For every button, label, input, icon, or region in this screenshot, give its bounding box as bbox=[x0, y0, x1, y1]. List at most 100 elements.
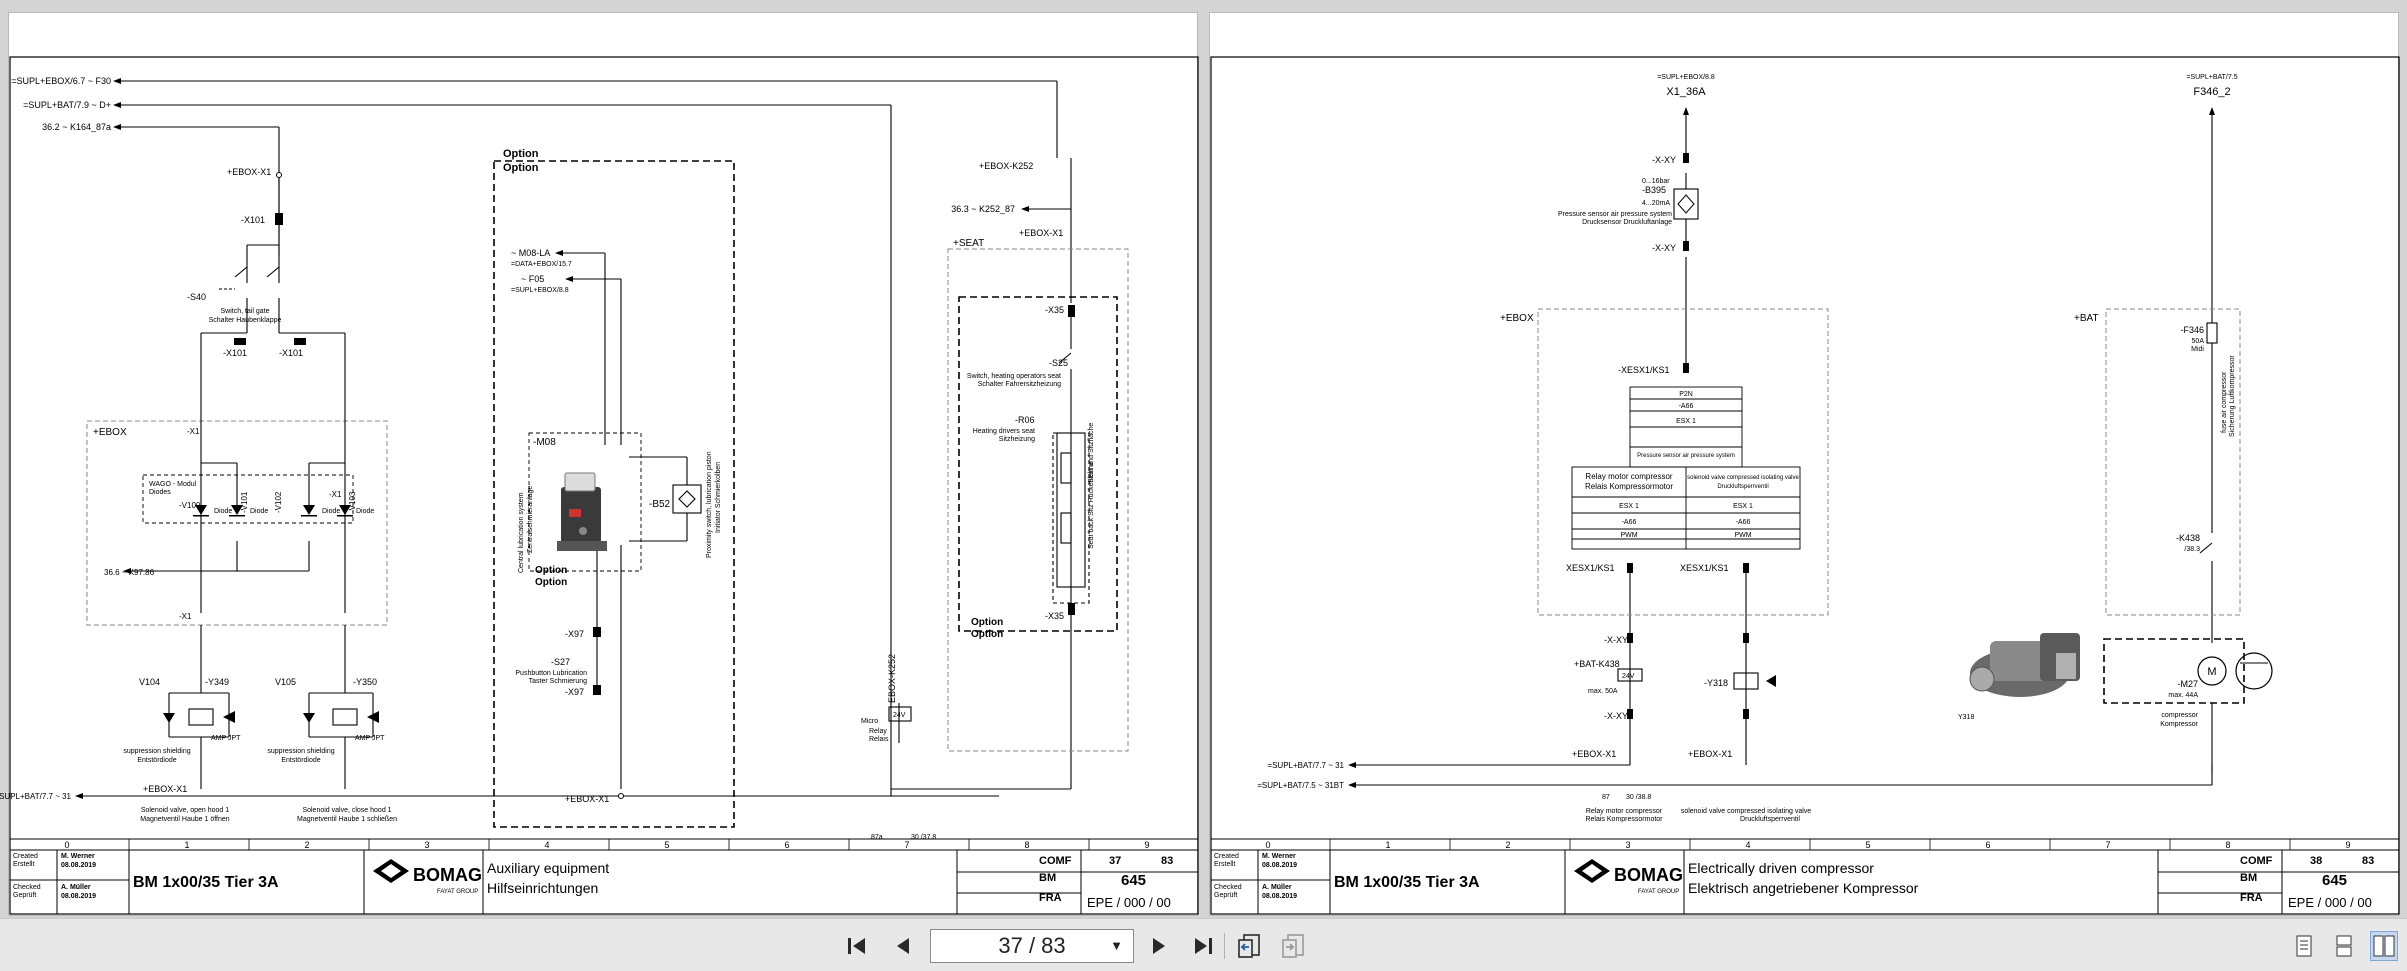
s40-circuit bbox=[200, 173, 346, 373]
label-suppr-de-2: Entstördiode bbox=[281, 757, 320, 764]
tb-title-de: Elektrisch angetriebener Kompressor bbox=[1688, 880, 1919, 896]
tb-mounting: FRA bbox=[2240, 892, 2263, 904]
label-diode-4: Diode bbox=[356, 508, 374, 515]
tb-function: COMF bbox=[1039, 855, 1072, 867]
label-s25: -S25 bbox=[1049, 358, 1068, 368]
first-page-button[interactable] bbox=[842, 931, 872, 961]
seat-circuit bbox=[888, 158, 1090, 790]
tb-checked-label-de: Geprüft bbox=[13, 892, 36, 899]
label-switch-seat-en: Switch, heating operators seat bbox=[967, 373, 1061, 380]
label-k87a: 87a bbox=[871, 834, 883, 841]
label-f346-2: F346_2 bbox=[2193, 86, 2230, 98]
col-2: 2 bbox=[304, 840, 309, 850]
tb-checked-name: A. Müller bbox=[61, 884, 91, 891]
label-pressure-de: Drucksensor Druckluftanlage bbox=[1582, 219, 1672, 226]
tb-created-label-de: Erstellt bbox=[1214, 861, 1235, 868]
label-switch-tailgate-en: Switch, tail gate bbox=[220, 308, 269, 315]
back-view-icon bbox=[1238, 934, 1260, 958]
col-9: 9 bbox=[2345, 840, 2350, 850]
label-compressor-en: compressor bbox=[2161, 712, 2198, 719]
arrow-icon bbox=[113, 78, 121, 84]
label-y318: -Y318 bbox=[1704, 678, 1728, 688]
forward-view-button[interactable] bbox=[1278, 931, 1308, 961]
svg-text:BOMAG: BOMAG bbox=[413, 865, 482, 885]
valve-icon bbox=[367, 711, 379, 723]
label-heating-en: Heating drivers seat bbox=[973, 428, 1035, 435]
next-page-button[interactable] bbox=[1144, 931, 1174, 961]
viewer-toolbar: 37 / 83 ▼ bbox=[0, 918, 2407, 971]
label-v101: -V101 bbox=[240, 491, 249, 513]
last-page-button[interactable] bbox=[1188, 931, 1218, 961]
solenoid-circuits bbox=[79, 625, 999, 797]
two-page-view-button[interactable] bbox=[2370, 931, 2398, 961]
label-k438-ref: /38.3 bbox=[2184, 546, 2200, 553]
tb-created-name: M. Werner bbox=[1262, 853, 1296, 860]
previous-page-button[interactable] bbox=[888, 931, 918, 961]
label-data-ebox: =DATA+EBOX/15.7 bbox=[511, 261, 572, 268]
label-volt-left: 24V bbox=[893, 712, 906, 719]
col-1: 1 bbox=[1385, 840, 1390, 850]
label-ebox-x1-152: +EBOX-X1 bbox=[143, 784, 187, 794]
ref-bat-31: =SUPL+BAT/7.7 ~ 31 bbox=[0, 792, 72, 801]
motor-letter: M bbox=[2207, 666, 2216, 678]
label-amp-1: AMP JPT bbox=[211, 735, 241, 742]
option-frame-seat bbox=[958, 296, 1118, 632]
table-relay-motor-de: Relais Kompressormotor bbox=[1585, 482, 1673, 491]
col-7: 7 bbox=[904, 840, 909, 850]
diode-icon bbox=[195, 505, 207, 515]
label-bat: +BAT bbox=[2074, 313, 2099, 324]
previous-page-icon bbox=[897, 938, 909, 954]
label-m08la: ~ M08-LA bbox=[511, 248, 550, 258]
tb-checked-label: Checked bbox=[1214, 884, 1242, 891]
label-y350: -Y350 bbox=[353, 677, 377, 687]
label-pressure-en: Pressure sensor air pressure system bbox=[1558, 211, 1672, 218]
label-relay-motor2-de: Relais Kompressormotor bbox=[1585, 816, 1663, 823]
label-b395: -B395 bbox=[1642, 185, 1666, 195]
label-fuse-comp: fuse air compressor bbox=[2221, 371, 2228, 433]
label-central-lube: Central lubrication system bbox=[518, 492, 525, 573]
last-page-icon bbox=[1195, 938, 1212, 954]
option-frame-lubrication bbox=[493, 160, 735, 828]
label-ebox: +EBOX bbox=[93, 427, 127, 438]
label-wago-1: WAGO - Modul bbox=[149, 481, 197, 488]
back-view-button[interactable] bbox=[1234, 931, 1264, 961]
label-x-xy-1: -X-XY bbox=[1652, 155, 1676, 165]
column-numbers: 0 1 2 3 4 5 6 7 8 9 bbox=[1265, 840, 2350, 850]
col-6: 6 bbox=[784, 840, 789, 850]
label-ebox: +EBOX bbox=[1500, 313, 1534, 324]
col-8: 8 bbox=[2225, 840, 2230, 850]
first-page-icon bbox=[848, 938, 865, 954]
label-x1-182: -X1 bbox=[179, 612, 192, 621]
motor-icon bbox=[2197, 656, 2227, 686]
tb-higher-function: BM bbox=[1039, 872, 1056, 884]
label-switch-tailgate-de: Schalter Haubenklappe bbox=[209, 317, 282, 324]
label-diode-1: Diode bbox=[214, 508, 232, 515]
table-a66: -A66 bbox=[1679, 403, 1694, 410]
label-sol-close-en: Solenoid valve, close hood 1 bbox=[302, 807, 391, 814]
label-x1-115: -X1 bbox=[329, 490, 342, 499]
table-esx: ESX 1 bbox=[1676, 418, 1696, 425]
table-pin: P2N bbox=[1679, 391, 1693, 398]
tb-checked-label-de: Geprüft bbox=[1214, 892, 1237, 899]
label-y349: -Y349 bbox=[205, 677, 229, 687]
tb-created-label: Created bbox=[1214, 853, 1239, 860]
tb-page-no: 38 bbox=[2310, 855, 2322, 867]
continuous-view-button[interactable] bbox=[2330, 931, 2358, 961]
tb-title-de: Hilfseinrichtungen bbox=[487, 880, 598, 896]
single-page-icon bbox=[2296, 935, 2312, 957]
page-indicator: 37 / 83 bbox=[998, 933, 1066, 958]
single-page-view-button[interactable] bbox=[2290, 931, 2318, 961]
col-5: 5 bbox=[664, 840, 669, 850]
label-proximity: Proximity switch, lubrication piston bbox=[706, 451, 713, 558]
table-relay-motor-en: Relay motor compressor bbox=[1585, 472, 1672, 481]
compressor-icon bbox=[2235, 652, 2273, 690]
label-m27: -M27 bbox=[2177, 679, 2198, 689]
tb-function: COMF bbox=[2240, 855, 2273, 867]
table-pwm-2: PWM bbox=[1734, 532, 1751, 539]
label-x-xy-2: -X-XY bbox=[1652, 243, 1676, 253]
label-bat-k438: +BAT-K438 bbox=[1574, 659, 1620, 669]
page-number-select[interactable]: 37 / 83 ▼ bbox=[930, 929, 1134, 963]
label-k30: 30 /37.8 bbox=[911, 834, 936, 841]
label-x-xy-4: -X-XY bbox=[1604, 711, 1628, 721]
label-option-6: Option bbox=[971, 629, 1003, 640]
